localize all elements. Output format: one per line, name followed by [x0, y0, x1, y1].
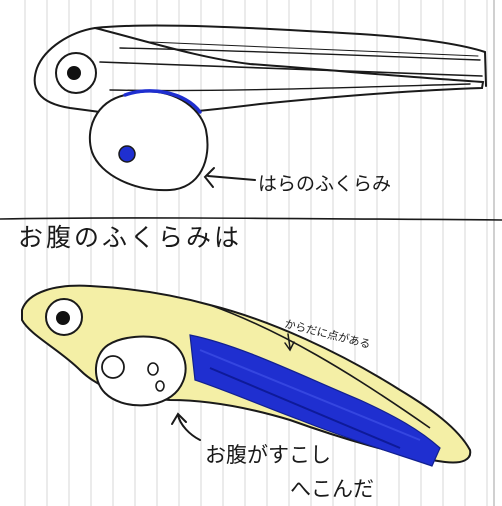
yolk-sac-label: はらのふくらみ	[258, 173, 391, 195]
yolk-arrow	[203, 167, 256, 188]
belly-note-line1: お腹がすこし	[205, 443, 331, 467]
bottom-belly	[95, 335, 187, 407]
top-yolk-sac	[88, 89, 209, 192]
bottom-larva-sketch	[21, 284, 472, 467]
bottom-larva-blue-marking	[189, 334, 441, 467]
section-heading: お腹のふくらみは	[18, 223, 242, 252]
top-larva-sketch	[33, 24, 487, 116]
dots-arrow	[284, 333, 295, 352]
top-larva-eye	[55, 52, 97, 94]
belly-note-line2: へこんだ	[290, 477, 374, 501]
top-larva-body-outline	[33, 26, 485, 116]
section-divider	[0, 217, 502, 221]
belly-arrow	[171, 412, 201, 441]
bottom-larva-eye	[45, 298, 83, 336]
